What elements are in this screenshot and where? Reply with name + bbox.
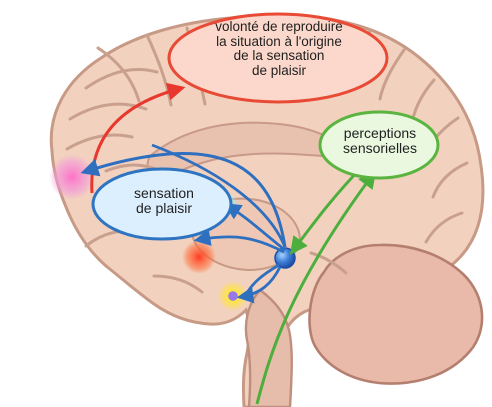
sensation-line-1: sensation xyxy=(106,186,222,201)
volonte-label: volonté de reproduire la situation à l'o… xyxy=(190,20,368,78)
red-spot xyxy=(182,240,216,274)
perceptions-line-2: sensorielles xyxy=(324,141,436,156)
sensation-label: sensation de plaisir xyxy=(106,186,222,216)
pink-frontal-spot xyxy=(49,154,95,200)
volonte-line-2: la situation à l'origine xyxy=(190,35,368,50)
perceptions-label: perceptions sensorielles xyxy=(324,126,436,156)
volonte-line-4: de plaisir xyxy=(190,64,368,79)
yellow-spot-center xyxy=(228,291,238,301)
volonte-line-3: de la sensation xyxy=(190,49,368,64)
perceptions-line-1: perceptions xyxy=(324,126,436,141)
sensation-line-2: de plaisir xyxy=(106,201,222,216)
volonte-line-1: volonté de reproduire xyxy=(190,20,368,35)
